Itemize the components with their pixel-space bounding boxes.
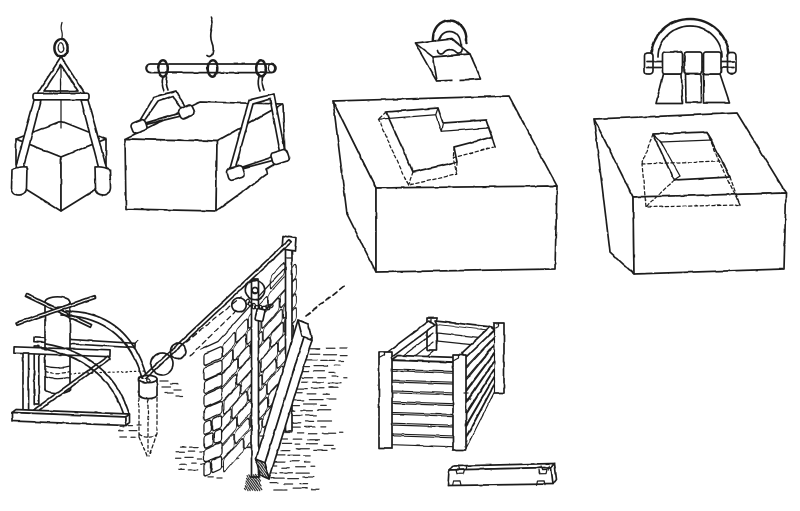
ground-socket-hatch <box>243 473 263 492</box>
standard-posts <box>250 235 297 478</box>
hoist-rope <box>206 16 215 58</box>
rectangular-stone-block <box>124 101 286 212</box>
figure-timber-crib <box>378 317 505 451</box>
figure-capstan-winch-wall <box>11 235 348 492</box>
figure-three-pin-lewis-block <box>593 17 787 275</box>
ground-hatching <box>118 347 348 491</box>
figure-notched-plank <box>447 462 558 487</box>
dovetail-mortise <box>641 131 741 208</box>
t-shaped-mortise <box>377 107 496 186</box>
mortised-stone-block <box>593 112 787 275</box>
scissor-tongs <box>10 37 112 196</box>
spreader-beam-and-rings <box>145 59 277 78</box>
figure-lifting-beam-block <box>124 16 290 212</box>
three-pin-lewis <box>643 17 737 105</box>
figure-stone-tongs-cube <box>10 21 112 212</box>
plumb-bob <box>138 374 158 457</box>
figure-lewis-wedge-block <box>332 19 558 273</box>
boom-and-pulley-tackle <box>140 238 293 382</box>
right-clamp <box>225 76 290 182</box>
inclined-straightedge <box>255 285 345 480</box>
left-clamp <box>130 76 196 135</box>
lewis-wedge <box>414 19 482 83</box>
chain-and-plate <box>245 298 274 323</box>
hoist-rope <box>60 21 63 41</box>
cubic-stone-block <box>15 120 107 212</box>
capstan-winch <box>11 292 147 427</box>
